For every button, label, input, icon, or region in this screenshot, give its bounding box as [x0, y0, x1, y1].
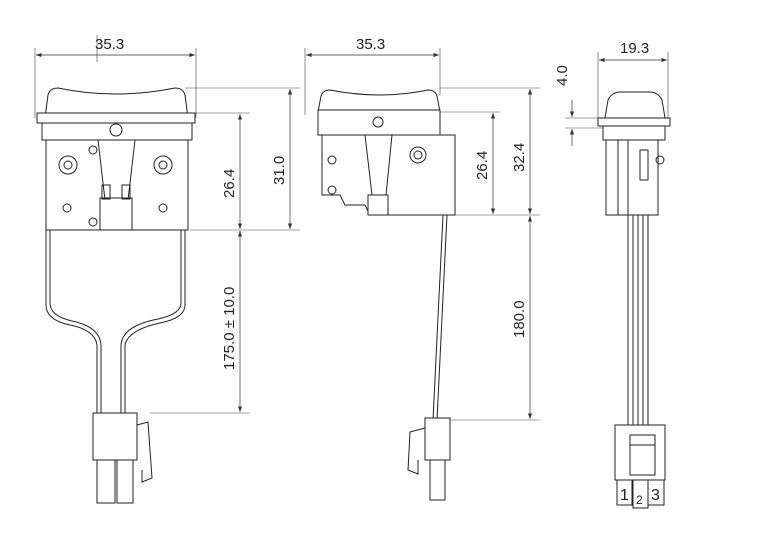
- side-view: 35.3 26.4 32.4 180.0: [304, 36, 540, 501]
- pin-label-2: 2: [636, 493, 643, 507]
- side-width-dim: 35.3: [356, 36, 385, 53]
- pin-label-1: 1: [620, 487, 629, 504]
- end-rocker-height-dim: 4.0: [554, 65, 571, 86]
- end-width-dim: 19.3: [620, 40, 649, 57]
- front-wire-length-dim: 175.0 ± 10.0: [221, 287, 238, 370]
- side-wire-length-dim: 180.0: [511, 300, 528, 338]
- front-body-height-dim: 26.4: [221, 169, 238, 198]
- front-view: 35.3 26.4 31.0 175.0 ± 10.0: [34, 35, 300, 504]
- front-total-height-dim: 31.0: [271, 156, 288, 185]
- side-body-height-dim: 26.4: [474, 151, 491, 180]
- front-width-dim: 35.3: [95, 36, 124, 53]
- pin-label-3: 3: [651, 487, 660, 504]
- end-view: 19.3 4.0 1 2 3: [554, 40, 671, 509]
- side-total-height-dim: 32.4: [511, 143, 528, 172]
